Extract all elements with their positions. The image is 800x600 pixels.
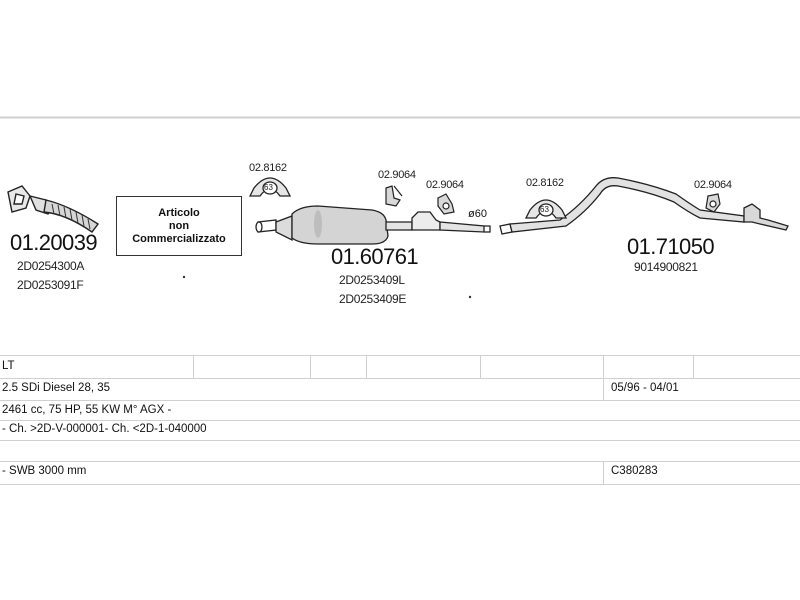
notice-line-2: non <box>168 219 190 232</box>
clamp-1-icon <box>248 177 292 197</box>
clamp-1-code: 02.8162 <box>249 162 287 174</box>
clamp-2-code: 02.8162 <box>526 177 564 189</box>
middle-silencer-oem-1: 2D0253409L <box>339 273 405 287</box>
middle-silencer-code[interactable]: 01.60761 <box>331 244 419 269</box>
mount-3-icon <box>705 193 721 213</box>
marker-dot <box>182 275 186 279</box>
vehicle-specs: 2461 cc, 75 HP, 55 KW M° AGX - <box>2 404 172 416</box>
not-available-notice: Articolo non Commercializzato <box>116 196 242 256</box>
front-pipe-oem-1: 2D0254300A <box>17 259 85 273</box>
marker-dot <box>468 295 472 299</box>
rear-silencer-oem-1: 9014900821 <box>634 260 698 274</box>
diameter-label: ø60 <box>468 208 487 220</box>
clamp-1-size: 63 <box>264 183 273 192</box>
rear-silencer-code[interactable]: 01.71050 <box>627 234 715 259</box>
front-pipe-oem-2: 2D0253091F <box>17 278 84 292</box>
rear-pipe-drawing <box>499 177 789 235</box>
catalog-code: C380283 <box>611 465 658 477</box>
clamp-2-size: 63 <box>540 205 549 214</box>
mount-2-code: 02.9064 <box>426 179 464 191</box>
vehicle-engine: 2.5 SDi Diesel 28, 35 <box>2 382 111 394</box>
middle-silencer-drawing <box>255 205 491 245</box>
vehicle-chassis: - Ch. >2D-V-000001- Ch. <2D-1-040000 <box>2 423 207 435</box>
mount-3-code: 02.9064 <box>694 179 732 191</box>
vehicle-model: LT <box>2 360 15 372</box>
mount-2-icon <box>437 193 455 215</box>
production-period: 05/96 - 04/01 <box>611 382 679 394</box>
vehicle-wheelbase: - SWB 3000 mm <box>2 465 87 477</box>
notice-line-3: Commercializzato <box>132 232 226 245</box>
clamp-2-icon <box>524 199 568 219</box>
front-pipe-drawing <box>7 185 100 233</box>
mount-1-icon <box>385 185 403 207</box>
notice-line-1: Articolo <box>158 206 200 219</box>
middle-silencer-oem-2: 2D0253409E <box>339 292 407 306</box>
mount-1-code: 02.9064 <box>378 169 416 181</box>
front-pipe-code[interactable]: 01.20039 <box>10 230 98 255</box>
